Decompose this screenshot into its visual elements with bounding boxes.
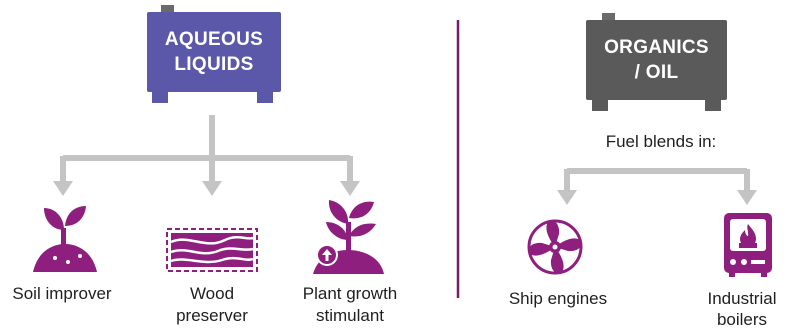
arrow-head-wood [202,181,222,196]
organics-tank-line2: / OIL [634,62,679,83]
industrial-boilers-line1: Industrial [707,289,777,308]
arrow-head-soil [53,181,73,196]
industrial-boilers-line2: boilers [716,310,768,329]
boiler-icon [724,213,772,277]
plant-growth-line2: stimulant [315,306,385,325]
aqueous-tank-line2: LIQUIDS [174,54,254,75]
ship-engines-label: Ship engines [492,288,624,310]
plant-growth-line1: Plant growth [302,284,398,303]
ship-engines-line1: Ship engines [508,289,608,308]
wood-preserver-line2: preserver [176,306,248,325]
fuel-blends-subtitle: Fuel blends in: [605,132,717,151]
arrow-head-ship [557,190,577,205]
plant-growth-icon [313,200,384,274]
wood-preserver-line1: Wood [189,284,235,303]
soil-improver-label: Soil improver [0,283,124,305]
soil-improver-line1: Soil improver [12,284,112,303]
soil-plant-icon [33,206,97,272]
aqueous-tank [147,5,281,103]
wood-grain-icon [166,228,258,272]
arrow-head-boiler [737,190,757,205]
aqueous-arrow-tree [60,115,353,183]
aqueous-tank-label: AQUEOUS LIQUIDS [147,27,281,77]
plant-growth-label: Plant growth stimulant [283,283,417,327]
organics-tank-label: ORGANICS / OIL [586,35,727,85]
aqueous-tank-line1: AQUEOUS [164,29,264,50]
organics-arrow-tree [564,168,750,192]
wood-preserver-label: Wood preserver [158,283,266,327]
arrow-head-plant [340,181,360,196]
industrial-boilers-label: Industrial boilers [693,288,791,330]
ship-propeller-icon [527,219,583,275]
organics-tank [586,13,727,111]
organics-tank-line1: ORGANICS [604,37,709,58]
